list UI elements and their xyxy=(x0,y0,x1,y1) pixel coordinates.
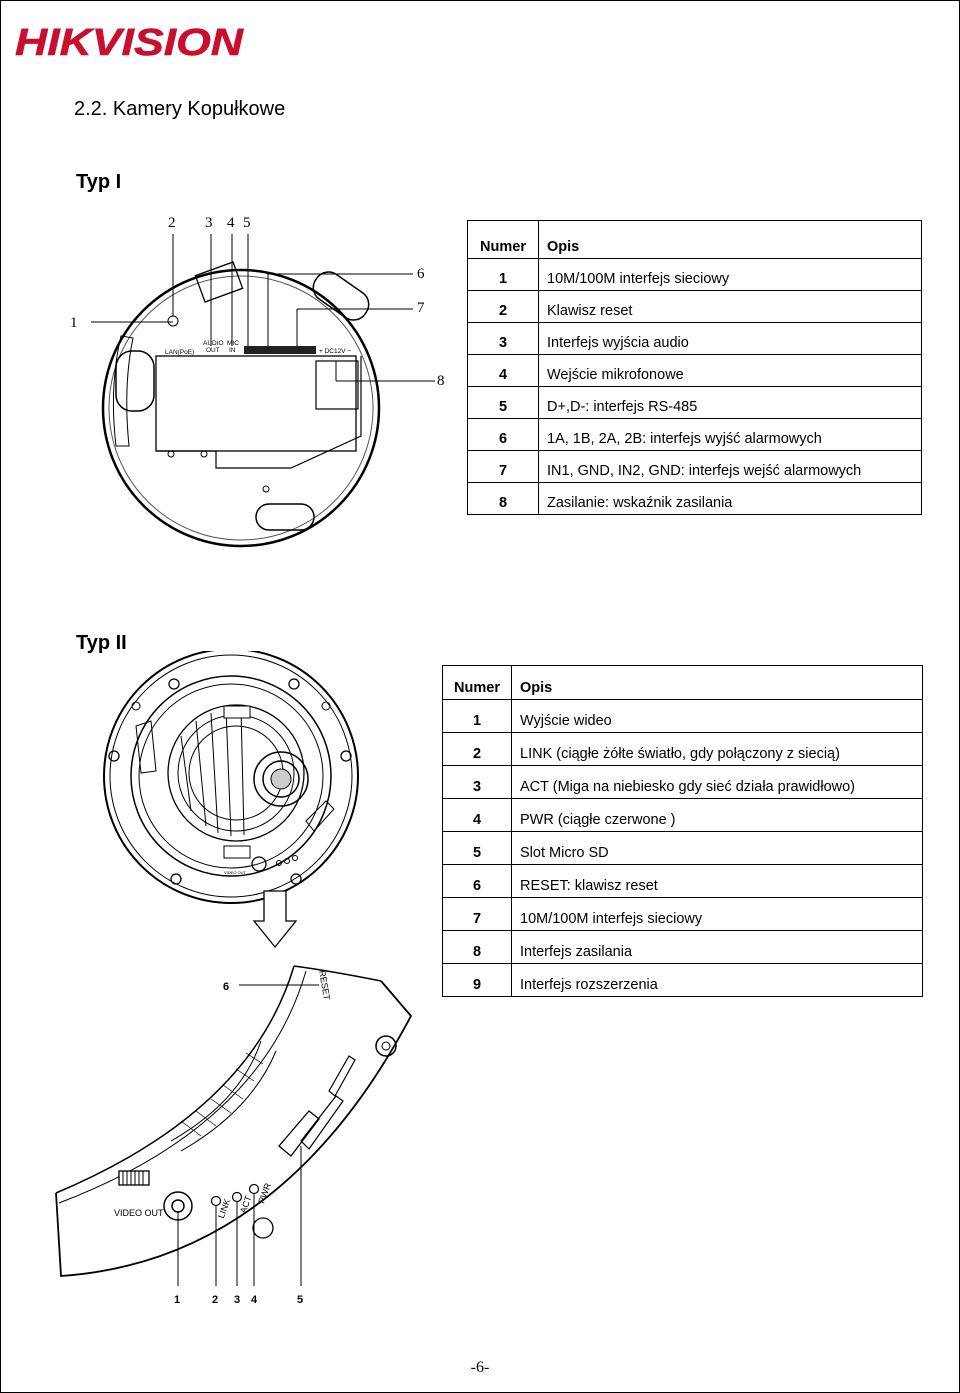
row-description: IN1, GND, IN2, GND: interfejs wejść alar… xyxy=(538,450,922,483)
video-out-port-label: VIDEO OUT xyxy=(114,1208,164,1218)
typ2-title: Typ II xyxy=(76,632,127,654)
callout-3: 3 xyxy=(205,215,213,231)
row-number: 3 xyxy=(442,765,512,799)
row-description: LINK (ciągłe żółte światło, gdy połączon… xyxy=(511,732,923,766)
row-number: 1 xyxy=(442,699,512,733)
row-number: 6 xyxy=(467,418,539,451)
detail-callout-4: 4 xyxy=(251,1294,258,1306)
row-description: 10M/100M interfejs sieciowy xyxy=(538,258,922,291)
typ2-dome-camera-top-diagram: VIDEO OUT xyxy=(103,651,359,949)
callout-4: 4 xyxy=(227,215,235,231)
row-number: 9 xyxy=(442,963,512,997)
row-description: Interfejs rozszerzenia xyxy=(511,963,923,997)
row-description: PWR (ciągłe czerwone ) xyxy=(511,798,923,832)
row-description: Interfejs zasilania xyxy=(511,930,923,964)
detail-callout-5: 5 xyxy=(297,1294,303,1306)
row-description: Wyjście wideo xyxy=(511,699,923,733)
small-video-out-label: VIDEO OUT xyxy=(224,870,247,875)
reset-button-label: RESET xyxy=(317,970,332,1002)
typ1-title: Typ I xyxy=(76,171,122,193)
row-number: 8 xyxy=(467,482,539,515)
typ2-detail-diagram: VIDEO OUT LINK ACT PWR RESET 6 1 2 3 4 5 xyxy=(55,965,413,1306)
act-led-label: ACT xyxy=(238,1194,254,1215)
lan-poe-label: LAN(PoE) xyxy=(165,349,194,356)
pwr-led-label: PWR xyxy=(256,1181,273,1205)
dc12v-label: + DC12V − xyxy=(319,348,351,355)
row-description: Zasilanie: wskaźnik zasilania xyxy=(538,482,922,515)
page-number: -6- xyxy=(470,1359,490,1376)
section-title: 2.2. Kamery Kopułkowe xyxy=(74,98,286,120)
detail-callout-6: 6 xyxy=(223,981,229,993)
audio-out-label-2: OUT xyxy=(206,347,220,354)
callout-1: 1 xyxy=(70,315,78,331)
row-description: Interfejs wyjścia audio xyxy=(538,322,922,355)
row-number: 5 xyxy=(467,386,539,419)
column-header-number: Numer xyxy=(442,665,512,700)
row-description: Wejście mikrofonowe xyxy=(538,354,922,387)
column-header-number: Numer xyxy=(467,220,539,259)
row-number: 2 xyxy=(442,732,512,766)
row-description: 10M/100M interfejs sieciowy xyxy=(511,897,923,931)
row-description: 1A, 1B, 2A, 2B: interfejs wyjść alarmowy… xyxy=(538,418,922,451)
audio-out-label-1: AUDIO xyxy=(203,340,224,347)
column-header-description: Opis xyxy=(511,665,923,700)
column-header-description: Opis xyxy=(538,220,922,259)
row-number: 3 xyxy=(467,322,539,355)
link-led-label: LINK xyxy=(216,1197,232,1219)
callout-8: 8 xyxy=(437,373,445,389)
row-number: 2 xyxy=(467,290,539,323)
down-arrow-icon xyxy=(252,890,298,949)
row-description: RESET: klawisz reset xyxy=(511,864,923,898)
mic-in-label-2: IN xyxy=(229,347,236,354)
row-number: 5 xyxy=(442,831,512,865)
callout-6: 6 xyxy=(417,266,425,282)
callout-2: 2 xyxy=(168,215,176,231)
row-description: ACT (Miga na niebiesko gdy sieć działa p… xyxy=(511,765,923,799)
table-header-row: Numer Opis xyxy=(467,220,922,259)
row-number: 7 xyxy=(442,897,512,931)
typ1-dome-camera-diagram: LAN(PoE) AUDIO OUT MIC IN + DC12V − 1 2 … xyxy=(70,215,445,548)
callout-5: 5 xyxy=(243,215,251,231)
row-number: 4 xyxy=(467,354,539,387)
hikvision-logo: HIKVISION xyxy=(13,19,249,63)
detail-callout-2: 2 xyxy=(212,1294,218,1306)
row-description: Klawisz reset xyxy=(538,290,922,323)
brand-logo-text: HIKVISION xyxy=(15,22,245,63)
row-number: 8 xyxy=(442,930,512,964)
detail-callout-3: 3 xyxy=(234,1294,240,1306)
callout-7: 7 xyxy=(417,300,425,316)
row-number: 1 xyxy=(467,258,539,291)
mic-in-label-1: MIC xyxy=(227,340,239,347)
table-header-row: Numer Opis xyxy=(442,665,923,700)
row-number: 4 xyxy=(442,798,512,832)
row-number: 6 xyxy=(442,864,512,898)
row-description: D+,D-: interfejs RS-485 xyxy=(538,386,922,419)
row-description: Slot Micro SD xyxy=(511,831,923,865)
row-number: 7 xyxy=(467,450,539,483)
detail-callout-1: 1 xyxy=(174,1294,180,1306)
